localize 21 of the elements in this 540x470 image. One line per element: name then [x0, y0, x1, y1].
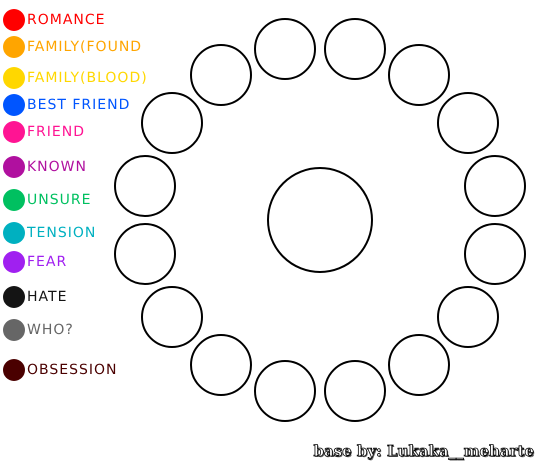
- ring-circle: [437, 92, 499, 154]
- credit-text: base by: Lukaka__meharte: [314, 442, 534, 460]
- ring-circle: [140, 92, 203, 154]
- legend-label: HATE: [27, 289, 68, 305]
- legend-label: OBSESSION: [27, 362, 118, 378]
- ring-circle: [140, 286, 203, 348]
- legend-label: FRIEND: [27, 124, 86, 140]
- ring-circle: [190, 334, 252, 396]
- ring-circle: [388, 334, 450, 396]
- legend-label: TENSION: [27, 225, 96, 241]
- legend-label: WHO?: [27, 322, 74, 338]
- legend-label: FAMILY(FOUND: [27, 39, 142, 55]
- legend-label: KNOWN: [27, 159, 87, 175]
- legend-label: BEST FRIEND: [27, 97, 130, 113]
- ring-circle: [190, 44, 252, 106]
- ring-circle: [388, 44, 450, 106]
- legend-label: FAMILY(BLOOD): [27, 70, 148, 86]
- legend-label: ROMANCE: [27, 12, 106, 28]
- legend-label: UNSURE: [27, 192, 92, 208]
- legend-label: FEAR: [27, 254, 68, 270]
- ring-circle: [437, 286, 499, 348]
